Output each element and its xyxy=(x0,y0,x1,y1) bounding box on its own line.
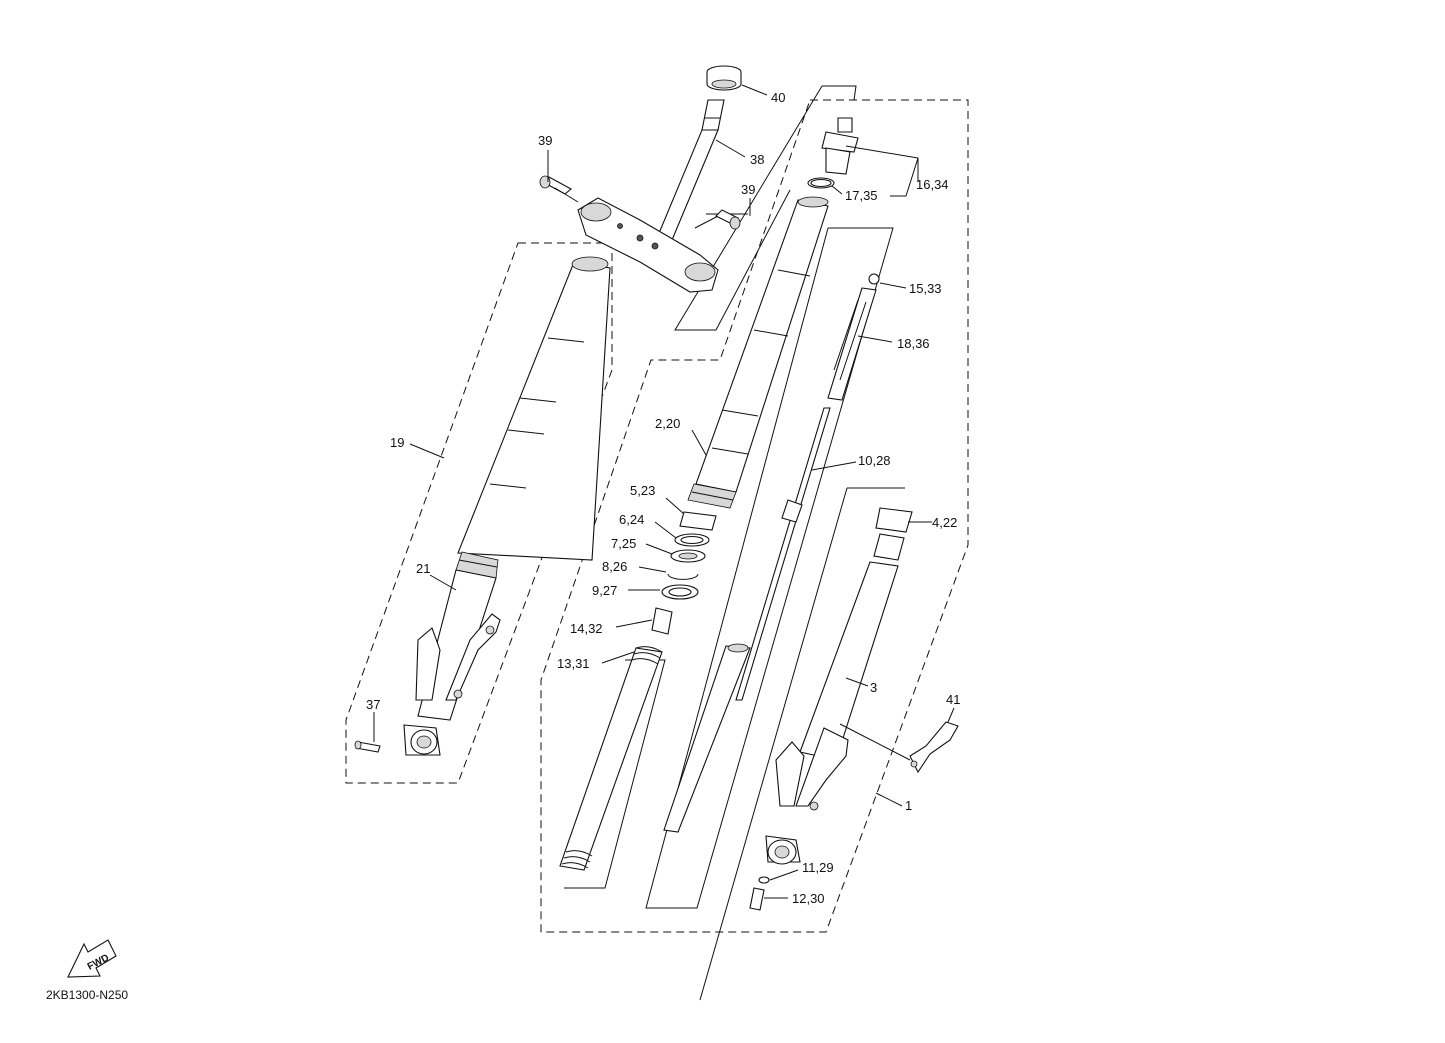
under-bracket xyxy=(577,197,719,293)
steering-stem-bearing-40 xyxy=(706,65,742,91)
callout-41: 41 xyxy=(946,692,960,707)
callout-11-29: 11,29 xyxy=(802,860,834,875)
callout-2-20: 2,20 xyxy=(655,416,680,431)
outer-tube-group-outline xyxy=(699,487,905,1001)
callout-12-30: 12,30 xyxy=(792,891,825,906)
pinch-bolt-39-right xyxy=(715,209,741,230)
callout-8-26: 8,26 xyxy=(602,559,627,574)
damper-rod-components xyxy=(663,273,880,833)
steering-stem-38 xyxy=(656,99,725,241)
cap-bolt-16-34 xyxy=(821,117,859,175)
callout-1: 1 xyxy=(905,798,912,813)
pinch-bolt-39-left xyxy=(539,175,572,195)
right-fork-assembly-boundary xyxy=(540,99,969,933)
bolt-12-30 xyxy=(749,887,765,911)
callout-37: 37 xyxy=(366,697,380,712)
callout-9-27: 9,27 xyxy=(592,583,617,598)
callout-19: 19 xyxy=(390,435,404,450)
callout-6-24: 6,24 xyxy=(619,512,644,527)
damper-group-outline xyxy=(645,227,894,909)
callout-18-36: 18,36 xyxy=(897,336,930,351)
callout-39-right: 39 xyxy=(741,182,755,197)
callout-21: 21 xyxy=(416,561,430,576)
gasket-11-29 xyxy=(758,876,770,884)
callout-13-31: 13,31 xyxy=(557,656,590,671)
callout-4-22: 4,22 xyxy=(932,515,957,530)
callout-10-28: 10,28 xyxy=(858,453,891,468)
o-ring-17-35 xyxy=(807,177,835,189)
callout-16-34: 16,34 xyxy=(916,177,949,192)
left-fork-19 xyxy=(403,256,611,756)
callout-17-35: 17,35 xyxy=(845,188,878,203)
diagram-code: 2KB1300-N250 xyxy=(46,988,128,1002)
axle-pinch-bolt-37 xyxy=(354,740,381,753)
seal-stack-5-9 xyxy=(651,511,717,635)
fork-spring-13-31 xyxy=(559,646,663,871)
callout-5-23: 5,23 xyxy=(630,483,655,498)
forward-arrow-icon: FWD xyxy=(67,939,117,978)
callout-14-32: 14,32 xyxy=(570,621,603,636)
inner-tube-3 xyxy=(765,507,913,865)
fork-guard-bracket-41 xyxy=(909,721,959,774)
callout-15-33: 15,33 xyxy=(909,281,942,296)
callout-40: 40 xyxy=(771,90,785,105)
callout-38: 38 xyxy=(750,152,764,167)
callout-7-25: 7,25 xyxy=(611,536,636,551)
callout-39-left: 39 xyxy=(538,133,552,148)
callout-3: 3 xyxy=(870,680,877,695)
leader-lines xyxy=(373,84,955,899)
outer-tube-2-20 xyxy=(687,196,829,509)
steering-stem-group-outline xyxy=(674,85,857,331)
